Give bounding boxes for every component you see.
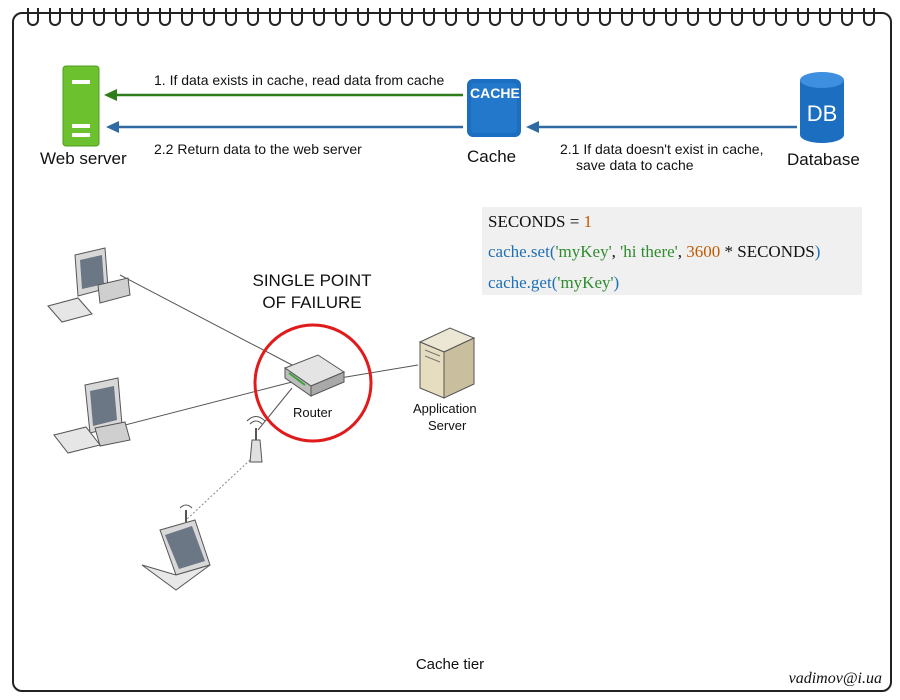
application-server-label-line1: Application	[413, 401, 477, 416]
binding-ring	[27, 8, 39, 26]
arrow-save-to-cache	[526, 121, 797, 133]
binding-ring	[797, 8, 809, 26]
application-server-label-line2: Server	[428, 418, 467, 433]
wireless-link	[185, 459, 251, 521]
application-server-icon	[418, 327, 476, 399]
link-antenna	[257, 387, 293, 431]
binding-ring	[665, 8, 677, 26]
binding-ring	[247, 8, 259, 26]
cache-badge-text: CACHE	[470, 85, 520, 101]
link-desktop-1	[119, 274, 293, 366]
web-server-label: Web server	[40, 149, 127, 168]
web-server-icon	[62, 65, 100, 147]
arrow-22-text: 2.2 Return data to the web server	[154, 141, 362, 157]
binding-ring	[137, 8, 149, 26]
desktop-computer-icon	[53, 377, 131, 454]
binding-ring	[555, 8, 567, 26]
arrow-read-from-cache	[104, 89, 463, 101]
binding-ring	[511, 8, 523, 26]
code-line-3: cache.get('myKey')	[488, 273, 620, 292]
binding-ring	[93, 8, 105, 26]
database-icon	[800, 72, 844, 143]
desktop-computer-icon	[47, 247, 131, 323]
binding-ring	[467, 8, 479, 26]
binding-ring	[313, 8, 325, 26]
spof-label: SINGLE POINT OF FAILURE	[252, 271, 372, 312]
binding-ring	[775, 8, 787, 26]
laptop-icon	[141, 504, 211, 591]
cache-icon	[467, 79, 521, 137]
router-label: Router	[293, 405, 333, 420]
code-line-2: cache.set('myKey', 'hi there', 3600 * SE…	[488, 242, 821, 261]
spof-highlight-circle	[253, 323, 373, 443]
arrow-1-text: 1. If data exists in cache, read data fr…	[154, 72, 445, 88]
binding-ring	[489, 8, 501, 26]
binding-ring	[841, 8, 853, 26]
binding-ring	[335, 8, 347, 26]
binding-ring	[577, 8, 589, 26]
binding-ring	[203, 8, 215, 26]
binding-ring	[269, 8, 281, 26]
link-desktop-2	[124, 381, 293, 426]
binding-ring	[71, 8, 83, 26]
binding-ring	[621, 8, 633, 26]
binding-ring	[357, 8, 369, 26]
author-credit: vadimov@i.ua	[784, 670, 886, 688]
router-icon	[283, 354, 346, 397]
database-badge-text: DB	[806, 101, 838, 126]
code-snippet: SECONDS = 1 cache.set('myKey', 'hi there…	[482, 207, 862, 295]
binding-ring	[423, 8, 435, 26]
binding-ring	[379, 8, 391, 26]
network-diagram	[47, 247, 476, 591]
cache-label: Cache	[467, 147, 517, 166]
binding-ring	[863, 8, 875, 26]
arrow-return-to-web-server	[106, 121, 463, 133]
binding-ring	[49, 8, 61, 26]
binding-ring	[533, 8, 545, 26]
binding-ring	[401, 8, 413, 26]
binding-ring	[225, 8, 237, 26]
code-line-1: SECONDS = 1	[488, 212, 593, 231]
binding-ring	[159, 8, 171, 26]
binding-ring	[643, 8, 655, 26]
arrow-21-text-line1: 2.1 If data doesn't exist in cache,	[560, 141, 764, 157]
arrow-21-text-line2: save data to cache	[576, 157, 694, 173]
binding-ring	[753, 8, 765, 26]
link-app-server	[339, 364, 419, 379]
binding-ring	[731, 8, 743, 26]
binding-ring	[181, 8, 193, 26]
binding-ring	[599, 8, 611, 26]
binding-ring	[687, 8, 699, 26]
binding-ring	[445, 8, 457, 26]
cache-flow-diagram	[62, 65, 844, 147]
database-label: Database	[787, 150, 860, 169]
binding-ring	[291, 8, 303, 26]
spiral-binding	[27, 8, 875, 26]
wireless-antenna-icon	[246, 416, 266, 463]
figure-caption: Cache tier	[415, 656, 485, 673]
binding-ring	[709, 8, 721, 26]
binding-ring	[115, 8, 127, 26]
binding-ring	[819, 8, 831, 26]
